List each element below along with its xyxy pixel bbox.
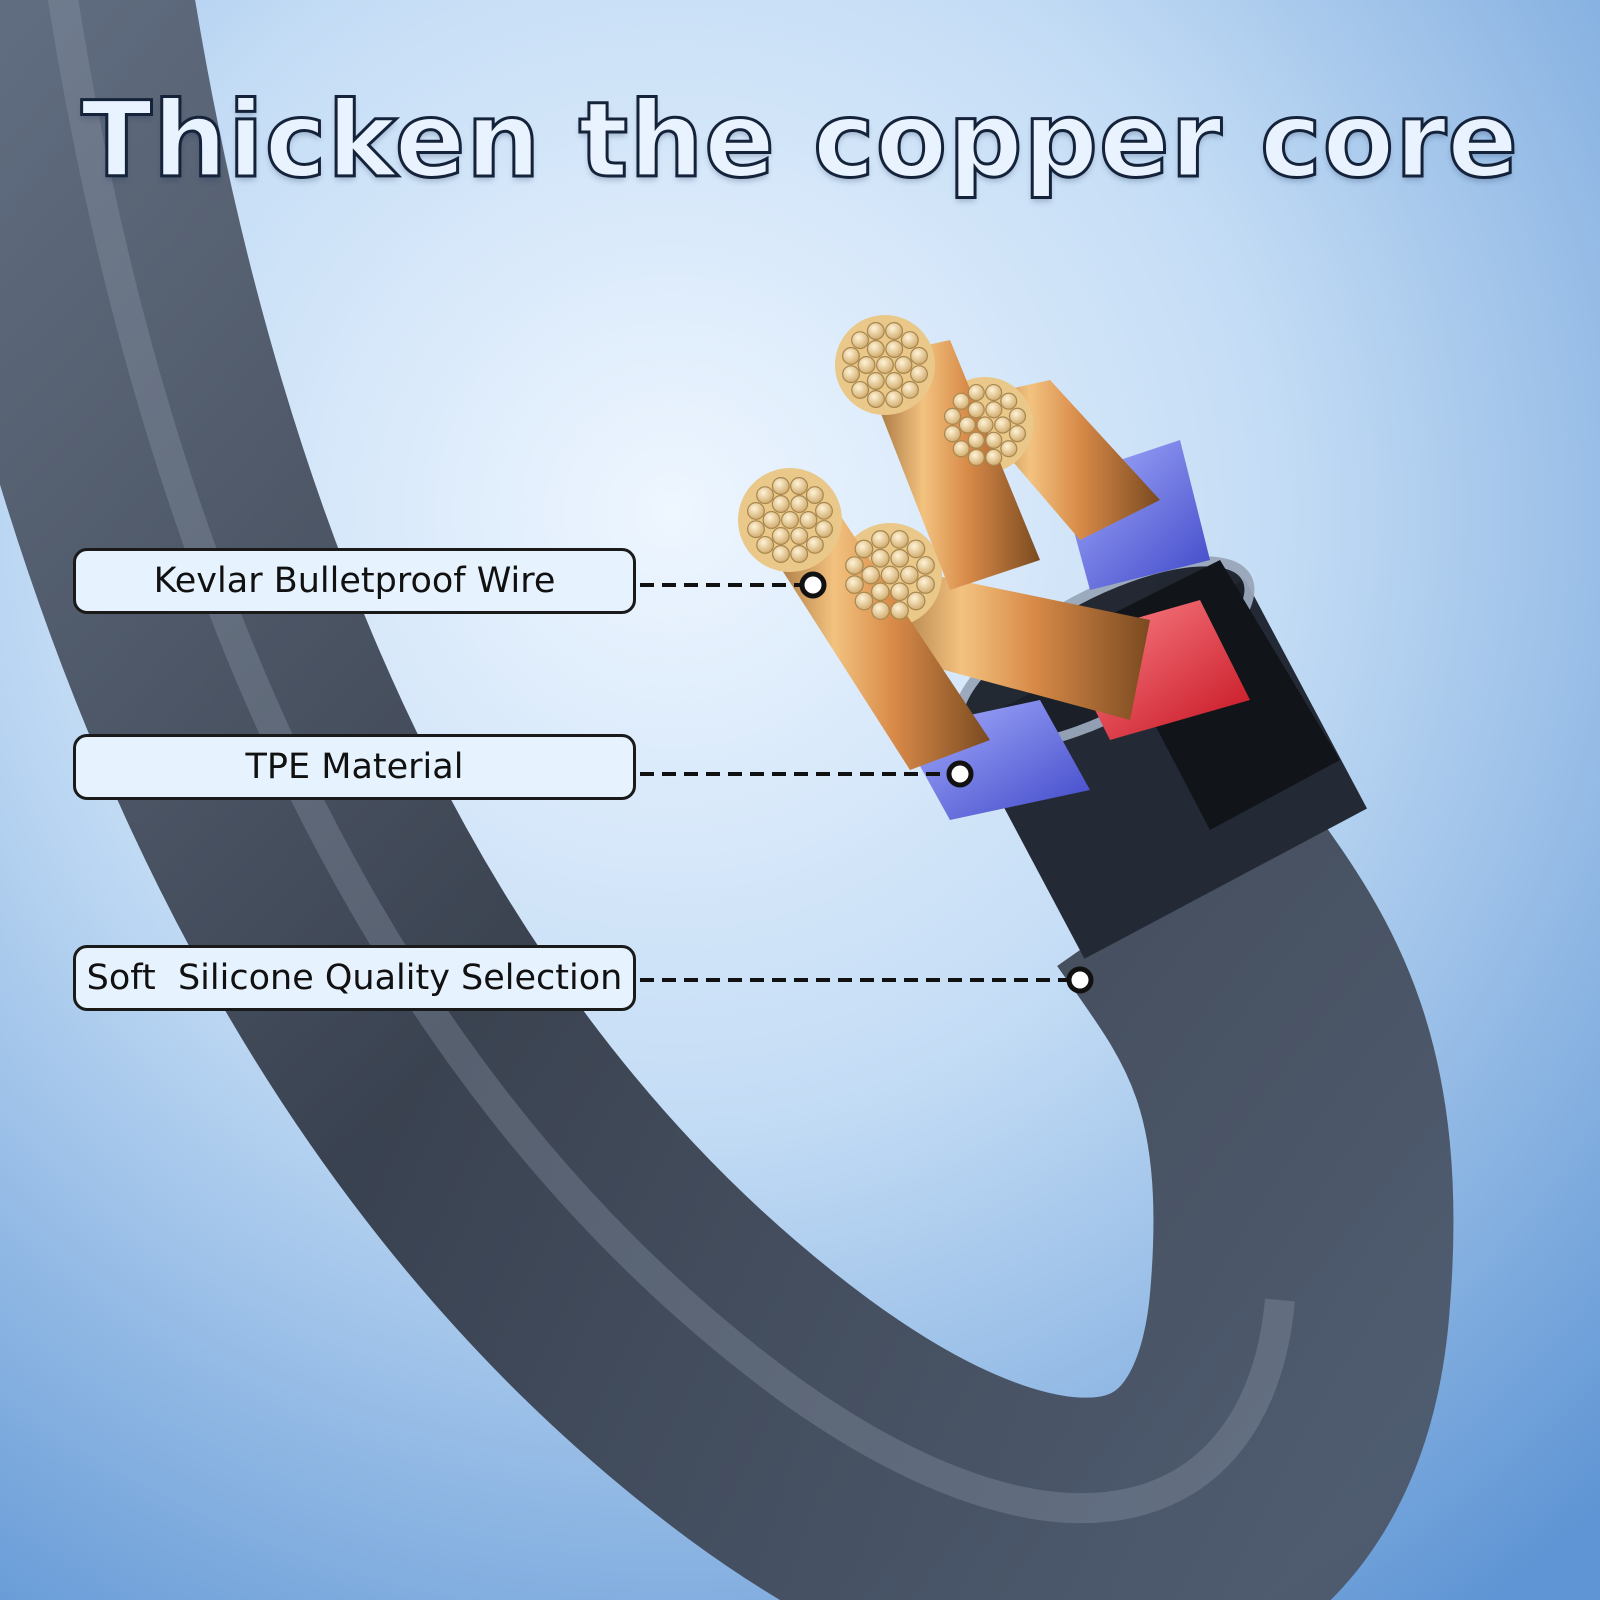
copper-strand [871, 548, 890, 568]
copper-strand [851, 331, 870, 350]
copper-strand [805, 486, 824, 505]
copper-strand [967, 401, 985, 419]
copper-strand [890, 601, 909, 620]
copper-strand [916, 556, 935, 575]
copper-strand [799, 511, 818, 529]
headline: Thicken the copper core [80, 78, 1520, 203]
copper-strand [952, 392, 970, 410]
copper-strand [756, 486, 775, 505]
callout-leaders [640, 571, 1094, 994]
copper-strand [762, 511, 781, 529]
copper-strand [994, 416, 1012, 434]
copper-strand [871, 530, 890, 549]
copper-strand [842, 365, 860, 384]
callout-label-tpe: TPE Material [73, 734, 636, 800]
copper-strand [845, 556, 864, 575]
copper-strand [771, 527, 790, 545]
copper-strand [747, 520, 765, 539]
copper-strand [845, 575, 864, 594]
copper-strand [871, 601, 890, 620]
copper-strand [985, 401, 1003, 419]
copper-strand [871, 582, 890, 602]
copper-strand [854, 539, 874, 559]
copper-strand [890, 548, 909, 568]
copper-strand [885, 322, 904, 340]
callout-label-kevlar: Kevlar Bulletproof Wire [73, 548, 636, 614]
leader-kevlar-dot [799, 571, 827, 599]
copper-strand [771, 495, 790, 513]
copper-strand [985, 448, 1003, 467]
copper-strand [985, 431, 1003, 449]
copper-strand [900, 331, 919, 350]
copper-strand [771, 477, 790, 495]
copper-strand [894, 356, 913, 374]
copper-strand [985, 383, 1003, 402]
copper-strand [866, 390, 885, 408]
callout-label-silicone: Soft Silicone Quality Selection [73, 945, 636, 1011]
copper-strand [815, 520, 833, 539]
copper-strand [857, 356, 876, 374]
copper-strand [851, 380, 870, 399]
copper-strand [943, 407, 962, 425]
copper-strand [943, 425, 962, 443]
copper-strand [866, 340, 885, 358]
copper-strand [1000, 440, 1018, 458]
copper-strand [876, 356, 894, 374]
copper-strand [890, 530, 909, 549]
copper-strand [906, 539, 926, 559]
copper-strand [781, 511, 799, 529]
copper-strand [916, 575, 935, 594]
copper-strand [790, 477, 809, 495]
copper-strand [885, 390, 904, 408]
copper-strand [790, 495, 809, 513]
copper-strand [910, 365, 928, 384]
copper-strand [1008, 425, 1027, 443]
copper-strand [756, 535, 775, 554]
copper-strand [790, 545, 809, 563]
cable-loop-highlight [47, 0, 1295, 1523]
copper-strand [952, 440, 970, 458]
copper-strand [899, 565, 919, 585]
copper-strand [900, 380, 919, 399]
leader-tpe-dot [946, 760, 974, 788]
copper-strand [885, 372, 904, 390]
copper-strand [815, 501, 833, 520]
copper-strand [861, 565, 881, 585]
copper-strand [910, 346, 928, 365]
copper-strand [1000, 392, 1018, 410]
copper-strand [967, 448, 985, 467]
copper-strand [967, 383, 985, 402]
copper-strand [805, 535, 824, 554]
copper-strand [885, 340, 904, 358]
copper-strand [1008, 407, 1027, 425]
copper-strand [842, 346, 860, 365]
copper-strand [906, 591, 926, 611]
copper-strand [866, 372, 885, 390]
copper-strand [866, 322, 885, 340]
copper-strand [747, 501, 765, 520]
copper-strand [880, 565, 900, 585]
copper-strand [976, 416, 994, 434]
copper-strand [790, 527, 809, 545]
copper-strand [854, 591, 874, 611]
copper-strand [967, 431, 985, 449]
copper-strand [890, 582, 909, 602]
strand-bundles [747, 322, 1027, 620]
copper-strand [958, 416, 976, 434]
leader-silicone-dot [1066, 966, 1094, 994]
copper-strand [771, 545, 790, 563]
